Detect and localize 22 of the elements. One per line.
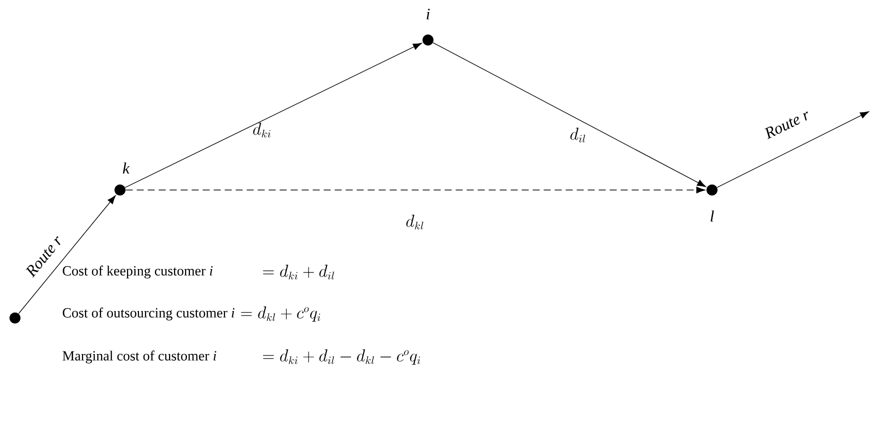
point-dot: [10, 312, 20, 324]
point-dot: [422, 34, 434, 46]
arrow: [124, 42, 422, 188]
arrow: [716, 111, 869, 188]
point-dot: [114, 184, 126, 196]
point-label: l: [710, 210, 714, 222]
arrow: [18, 195, 116, 314]
point-label: k: [122, 162, 130, 174]
arrow: [125, 186, 706, 194]
cost-text: Cost of keeping customer i: [62, 266, 213, 278]
cost-text: Marginal cost of customer i: [62, 350, 216, 364]
cost-formula: $= d_{ki} + d_{il} - d_{kl} - c^{o} q_{i}$: [263, 349, 420, 365]
cost-formula: $= d_{ki} + d_{il}$: [263, 264, 334, 280]
cost-formula: $= d_{kl} + c^{o} q_{i}$: [241, 306, 320, 322]
arrow: [432, 42, 706, 187]
edge-label: Route r: [764, 111, 808, 140]
cost-text: Cost of outsourcing customer i: [62, 308, 234, 320]
edge-label: $d_{il}$: [570, 128, 586, 142]
edge-label: $d_{ki}$: [253, 122, 270, 138]
edge-label: $d_{kl}$: [406, 214, 424, 230]
point-dot: [706, 184, 718, 196]
point-label: i: [426, 8, 430, 20]
